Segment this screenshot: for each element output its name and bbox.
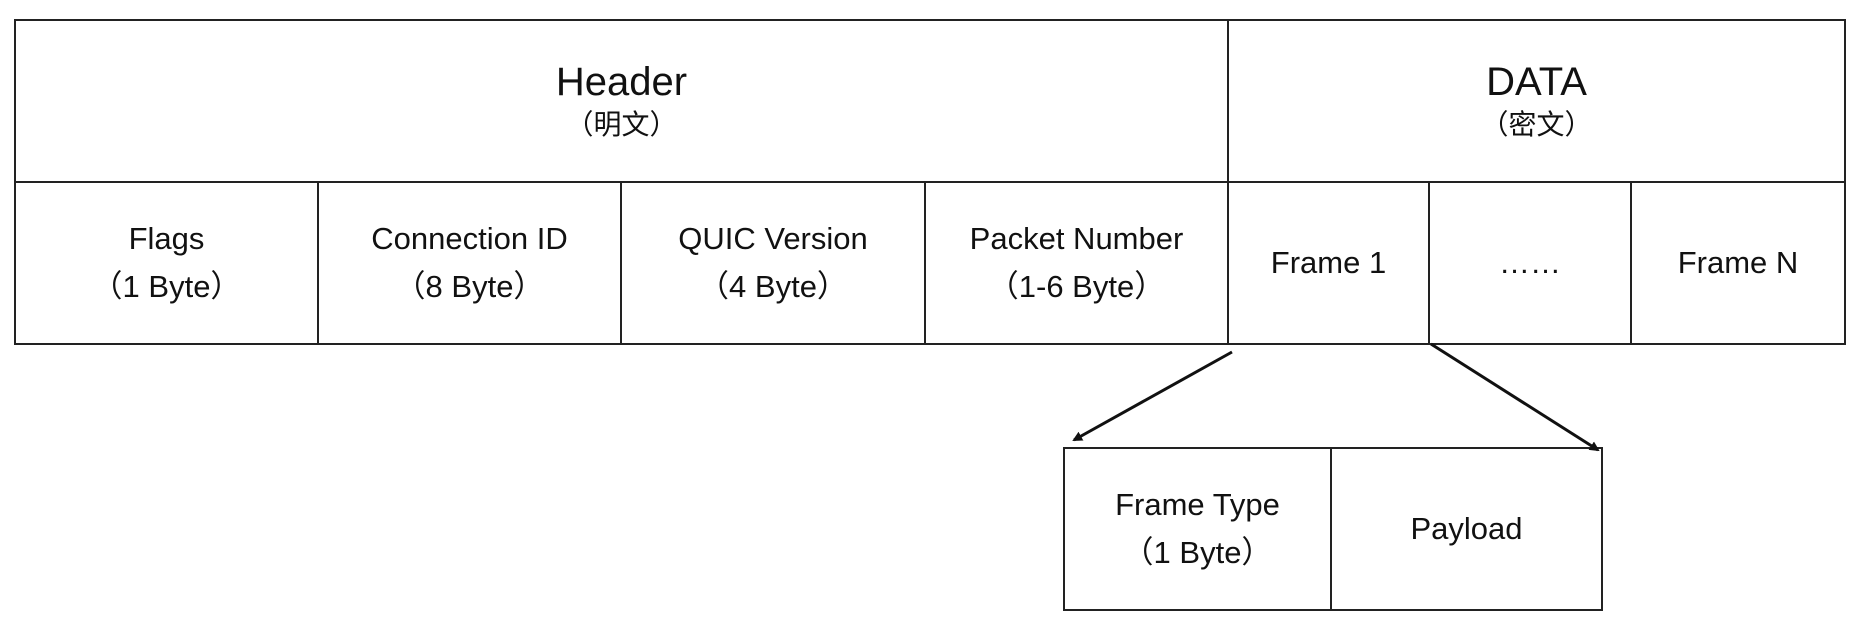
frame-ellipsis: …… bbox=[1429, 182, 1631, 344]
field-flags: Flags （1 Byte） bbox=[15, 182, 318, 344]
payload-cell: Payload bbox=[1331, 448, 1602, 610]
field-connection-id: Connection ID （8 Byte） bbox=[318, 182, 621, 344]
frame-n: Frame N bbox=[1631, 182, 1845, 344]
frame-type-name: Frame Type bbox=[1115, 486, 1280, 522]
field-name: Packet Number bbox=[969, 220, 1184, 256]
frame-type-size: （1 Byte） bbox=[1122, 535, 1273, 570]
field-size: （4 Byte） bbox=[698, 269, 848, 304]
header-subtitle: （明文） bbox=[565, 109, 678, 141]
data-subtitle: （密文） bbox=[1480, 109, 1593, 141]
data-title-cell: DATA （密文） bbox=[1228, 20, 1845, 182]
frame-1: Frame 1 bbox=[1228, 182, 1429, 344]
arrow-left bbox=[1072, 350, 1233, 442]
header-title-cell: Header （明文） bbox=[15, 20, 1228, 182]
payload-label: Payload bbox=[1410, 510, 1523, 546]
field-name: Connection ID bbox=[371, 220, 568, 256]
frame-detail-border bbox=[1063, 447, 1603, 611]
frame-label: Frame N bbox=[1677, 244, 1799, 280]
field-name: QUIC Version bbox=[678, 220, 868, 256]
arrow-right bbox=[1430, 342, 1600, 452]
frame-type-cell: Frame Type （1 Byte） bbox=[1064, 448, 1331, 610]
field-size: （8 Byte） bbox=[394, 269, 545, 304]
data-title: DATA bbox=[1486, 60, 1587, 105]
field-size: （1 Byte） bbox=[91, 269, 242, 304]
field-packet-number: Packet Number （1-6 Byte） bbox=[925, 182, 1228, 344]
field-name: Flags bbox=[128, 220, 205, 256]
frame-label: Frame 1 bbox=[1270, 244, 1387, 280]
field-quic-version: QUIC Version （4 Byte） bbox=[621, 182, 925, 344]
header-title: Header bbox=[555, 60, 688, 105]
frame-label: …… bbox=[1499, 244, 1561, 280]
field-size: （1-6 Byte） bbox=[987, 269, 1166, 304]
